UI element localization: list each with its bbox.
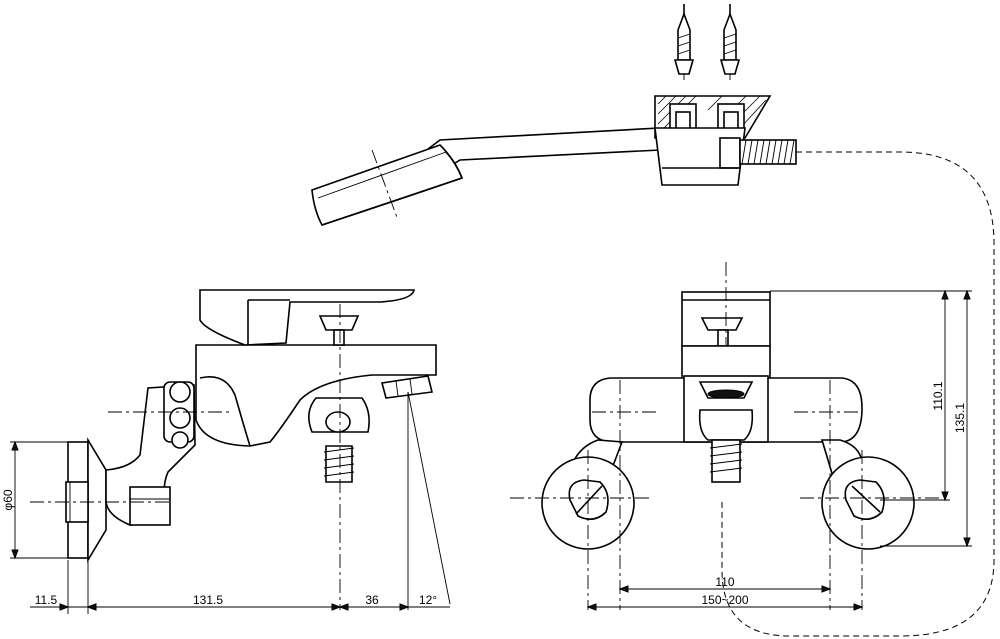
- center-range-label: 150~200: [701, 593, 748, 607]
- reach-label: 131.5: [193, 593, 223, 607]
- wall-hook-bracket: [654, 95, 797, 186]
- side-view: [30, 289, 451, 610]
- spout-offset-label: 36: [365, 593, 379, 607]
- height-upper-label: 110.1: [931, 381, 945, 410]
- front-view: [510, 262, 940, 610]
- shower-hose-path: [721, 151, 995, 637]
- front-view-dimensions: 110 150~200 110.1 135.1: [586, 289, 972, 611]
- wall-anchor-screws: [673, 4, 741, 80]
- height-total-label: 135.1: [953, 403, 967, 433]
- center-distance-label: 110: [715, 575, 734, 589]
- side-view-dimensions: φ60 11.5 131.5 36 12°: [1, 440, 450, 614]
- spout-angle-label: 12°: [419, 593, 437, 607]
- hand-shower: [311, 127, 661, 226]
- anchor-screw-left: [673, 4, 695, 80]
- wall-gap-label: 11.5: [35, 593, 58, 607]
- anchor-screw-right: [719, 4, 741, 80]
- flange-diameter-label: φ60: [1, 489, 15, 510]
